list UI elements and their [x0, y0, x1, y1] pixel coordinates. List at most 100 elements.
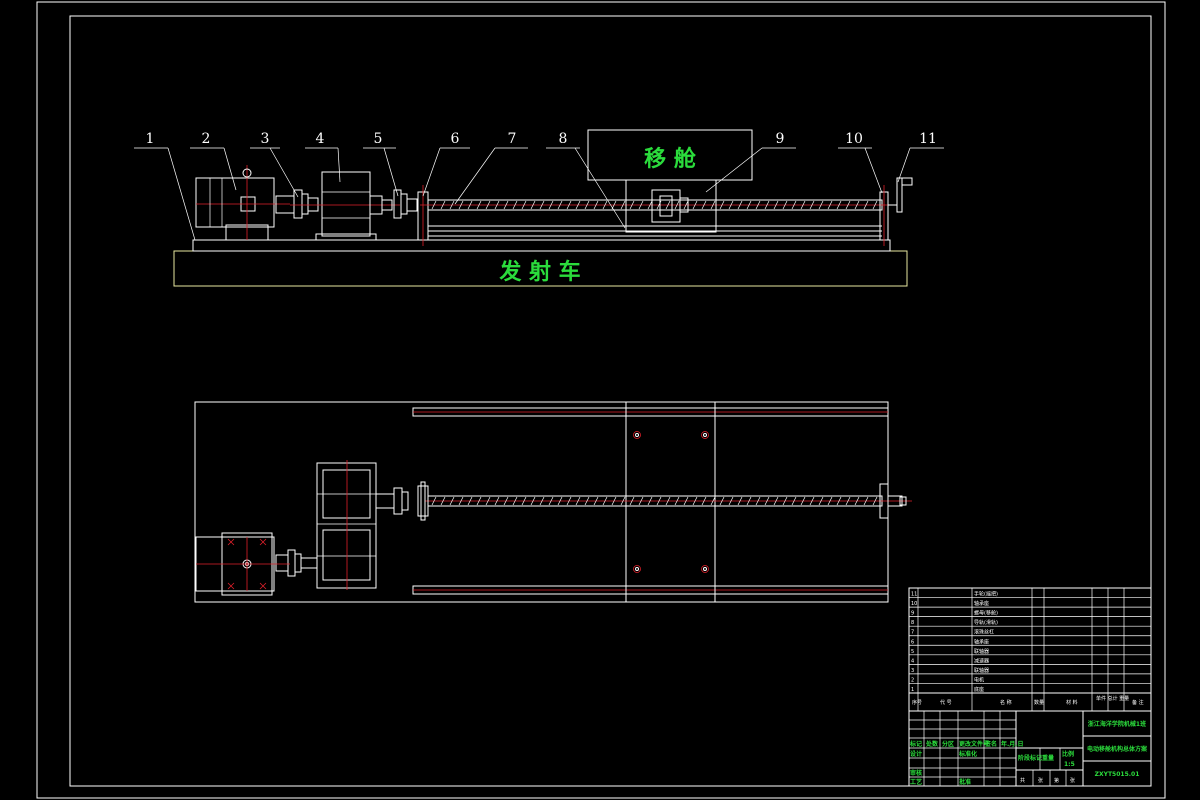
title-count: 处数 — [925, 740, 939, 748]
screw-thread-tick — [521, 496, 527, 506]
header-qty: 数量 — [1034, 699, 1044, 706]
callout-9: 9 — [776, 131, 785, 147]
parts-list-no: 11 — [911, 592, 917, 598]
parts-list-name: 轴承座 — [974, 638, 989, 645]
parts-list-no: 8 — [911, 620, 914, 626]
parts-list-no: 1 — [911, 687, 914, 693]
screw-thread-tick — [620, 200, 626, 210]
parts-list-name: 电机 — [974, 676, 984, 683]
screw-thread-tick — [512, 496, 518, 506]
screw-thread-tick — [647, 200, 653, 210]
title-approve: 批准 — [959, 778, 971, 786]
title-sheet-no: 第 — [1054, 777, 1059, 784]
screw-thread-tick — [764, 200, 770, 210]
screw-thread-tick — [800, 496, 806, 506]
screw-thread-tick — [782, 200, 788, 210]
screw-thread-tick — [530, 200, 536, 210]
screw-thread-tick — [674, 496, 680, 506]
top-rail-upper — [412, 407, 889, 417]
title-scale: 1:5 — [1064, 761, 1075, 768]
screw-thread-tick — [827, 200, 833, 210]
screw-thread-tick — [656, 496, 662, 506]
parts-list-name: 减速器 — [974, 657, 989, 664]
title-drawing-title: 电动移舱机构总体方案 — [1087, 745, 1148, 753]
bearing-seat-front-10 — [879, 185, 889, 246]
parts-list-no: 2 — [911, 677, 914, 683]
launch-car-label: 发 射 车 — [498, 259, 580, 285]
coupling-front-3 — [275, 189, 319, 219]
screw-thread-tick — [746, 496, 752, 506]
coupling-top-3 — [275, 549, 318, 577]
callout-6: 6 — [451, 131, 460, 147]
screw-thread-tick — [791, 496, 797, 506]
header-seq: 序号 — [912, 699, 922, 706]
screw-thread-tick — [503, 200, 509, 210]
screw-thread-tick — [863, 496, 869, 506]
screw-thread-tick — [818, 200, 824, 210]
callout-8: 8 — [559, 131, 568, 147]
screw-thread-tick — [575, 496, 581, 506]
motor-front — [195, 165, 290, 241]
screw-thread-tick — [872, 200, 878, 210]
callout-11: 11 — [919, 131, 937, 147]
screw-thread-tick — [863, 200, 869, 210]
header-material: 材 料 — [1066, 699, 1078, 706]
callout-leaders — [134, 147, 944, 241]
screw-thread-tick — [800, 200, 806, 210]
screw-thread-tick — [512, 200, 518, 210]
screw-thread-tick — [557, 200, 563, 210]
screw-thread-tick — [665, 496, 671, 506]
bearing-seat-front-6 — [417, 185, 429, 246]
screw-thread-tick — [728, 200, 734, 210]
screw-thread-tick — [521, 200, 527, 210]
title-sheet-total: 共 — [1020, 777, 1025, 784]
screw-thread-tick — [638, 200, 644, 210]
coupling-front-5 — [369, 189, 418, 219]
ball-screw-front — [420, 199, 890, 211]
title-weight-label: 重量 — [1042, 754, 1054, 762]
screw-thread-tick — [782, 496, 788, 506]
screw-thread-tick — [854, 200, 860, 210]
ship-box — [587, 129, 753, 181]
screw-thread-tick — [692, 200, 698, 210]
screw-thread-tick — [431, 496, 437, 506]
header-remark: 备 注 — [1132, 699, 1144, 706]
screw-thread-tick — [467, 496, 473, 506]
title-sheet-unit2: 张 — [1070, 777, 1075, 784]
screw-thread-tick — [638, 496, 644, 506]
screw-thread-tick — [449, 200, 455, 210]
parts-list-no: 3 — [911, 668, 914, 674]
screw-thread-tick — [791, 200, 797, 210]
screw-thread-tick — [575, 200, 581, 210]
parts-list-name: 手轮(摇把) — [974, 591, 998, 598]
screw-thread-tick — [845, 200, 851, 210]
screw-thread-tick — [827, 496, 833, 506]
title-sheet-unit1: 张 — [1038, 777, 1043, 784]
title-scale-label: 比例 — [1062, 750, 1074, 758]
parts-list-no: 4 — [911, 658, 914, 664]
screw-thread-tick — [755, 200, 761, 210]
callout-10: 10 — [845, 131, 863, 147]
screw-thread-tick — [548, 496, 554, 506]
title-drawing-no: ZXYT5015.01 — [1095, 771, 1140, 778]
screw-thread-tick — [530, 496, 536, 506]
screw-thread-tick — [809, 496, 815, 506]
parts-list-name: 轴承座 — [974, 600, 989, 607]
screw-thread-tick — [773, 200, 779, 210]
screw-thread-tick — [674, 200, 680, 210]
screw-thread-tick — [566, 496, 572, 506]
screw-thread-tick — [836, 200, 842, 210]
screw-thread-tick — [593, 200, 599, 210]
coupling-top-5 — [375, 481, 429, 521]
top-view — [194, 401, 912, 603]
title-check: 审核 — [910, 769, 922, 777]
parts-list-name: 滚珠丝杠 — [974, 629, 994, 636]
front-view: 发 射 车 — [134, 129, 944, 287]
screw-thread-tick — [710, 496, 716, 506]
callout-3: 3 — [261, 131, 270, 147]
screw-thread-tick — [629, 496, 635, 506]
screw-thread-tick — [485, 200, 491, 210]
screw-thread-tick — [737, 200, 743, 210]
screw-thread-tick — [746, 200, 752, 210]
